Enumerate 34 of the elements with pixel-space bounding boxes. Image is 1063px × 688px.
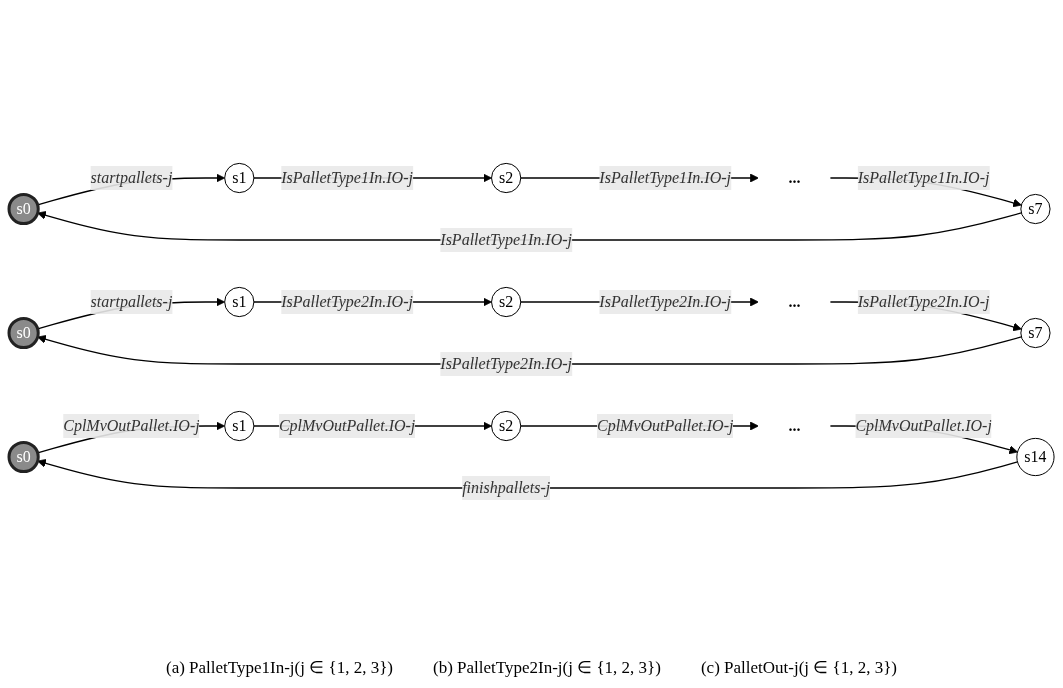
- node-circle: s0: [7, 440, 40, 474]
- edge-label: IsPalletType2In.IO-j: [281, 293, 413, 310]
- edge-label: IsPalletType2In.IO-j: [440, 355, 572, 372]
- edge-label: IsPalletType2In.IO-j: [599, 293, 731, 310]
- node-circle: s2: [491, 162, 522, 194]
- node-circle: s2: [491, 286, 522, 318]
- subfigure-caption: (c) PalletOut-j(j ∈ {1, 2, 3}): [700, 657, 897, 678]
- edge-label: finishpallets-j: [462, 479, 551, 496]
- node-circle: s7: [1020, 193, 1051, 225]
- node-circle: s1: [224, 410, 255, 442]
- edge-label: CplMvOutPallet.IO-j: [855, 417, 992, 434]
- node-text: ...: [788, 417, 801, 434]
- arrow: [37, 459, 1019, 489]
- node-circle: s14: [1016, 437, 1055, 477]
- subfigure-caption: (b) PalletType2In-j(j ∈ {1, 2, 3}): [432, 657, 661, 678]
- node-circle: s7: [1020, 317, 1051, 349]
- edge-label: IsPalletType1In.IO-j: [857, 169, 990, 186]
- edge-label: CplMvOutPallet.IO-j: [63, 417, 200, 434]
- edge-label: IsPalletType1In.IO-j: [440, 231, 572, 248]
- node-circle: s1: [224, 286, 255, 318]
- node-text: ...: [788, 293, 801, 310]
- node-circle: s1: [224, 162, 255, 194]
- edge-label: IsPalletType2In.IO-j: [857, 293, 990, 310]
- edge-label: startpallets-j: [90, 293, 173, 310]
- edge-label: startpallets-j: [90, 169, 173, 186]
- subfigure-caption: (a) PalletType1In-j(j ∈ {1, 2, 3}): [165, 657, 393, 678]
- node-circle: s2: [491, 410, 522, 442]
- edge-label: IsPalletType1In.IO-j: [281, 169, 413, 186]
- edge-label: CplMvOutPallet.IO-j: [278, 417, 416, 434]
- edge-label: CplMvOutPallet.IO-j: [596, 417, 734, 434]
- node-text: ...: [788, 169, 801, 186]
- node-circle: s0: [7, 192, 40, 226]
- edge-label: IsPalletType1In.IO-j: [599, 169, 731, 186]
- node-circle: s0: [7, 316, 40, 350]
